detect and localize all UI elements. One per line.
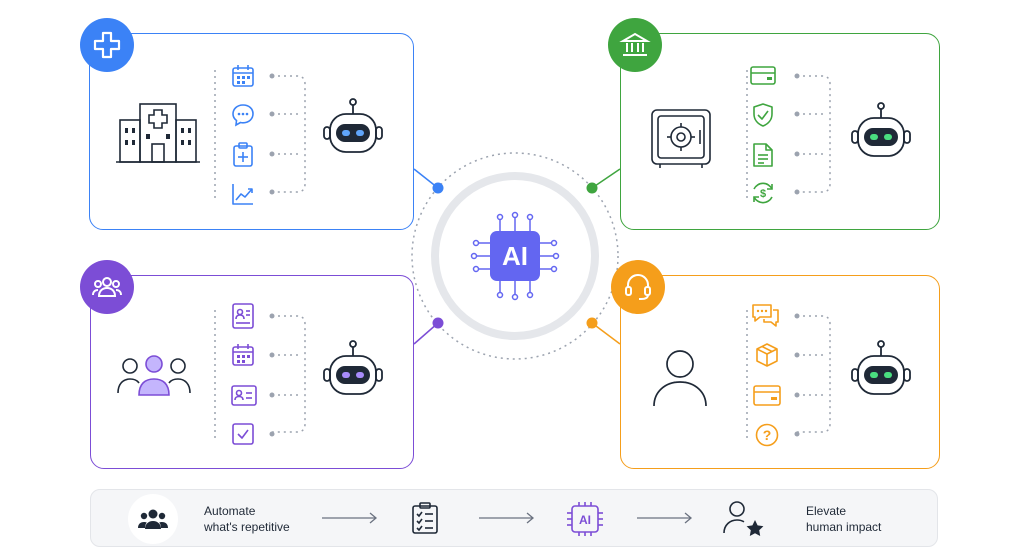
automate-line1: Automate [204, 504, 256, 518]
trend-chart-icon [232, 184, 253, 205]
checklist-icon [412, 502, 438, 534]
team-badge[interactable] [80, 260, 134, 314]
credit-card-icon [753, 385, 781, 406]
headset-icon [625, 274, 651, 300]
chat-bubbles-icon [752, 304, 779, 327]
team-avatar [128, 494, 178, 544]
id-card-icon [231, 385, 257, 406]
ai-chip-icon [470, 211, 560, 301]
healthcare-flow [214, 70, 306, 200]
outer-dotted-ring [411, 152, 619, 360]
robot-icon [323, 340, 383, 395]
robot-icon [323, 98, 383, 153]
team-icon [138, 509, 168, 529]
center-ring [431, 172, 599, 340]
resume-icon [232, 303, 254, 329]
support-connector [591, 322, 621, 345]
svg-text:?: ? [763, 427, 772, 443]
chat-bubble-icon [232, 104, 254, 127]
bank-icon [619, 32, 651, 56]
finance-flow [746, 70, 831, 200]
bank-badge[interactable] [608, 18, 662, 72]
finance-node [586, 182, 598, 194]
robot-icon [851, 102, 911, 157]
medical-cross-badge[interactable] [80, 18, 134, 72]
calendar-icon [232, 344, 254, 366]
calendar-icon [232, 65, 254, 87]
medical-cross-icon [93, 31, 121, 59]
elevate-line1: Elevate [806, 504, 847, 518]
help-icon: ? [755, 423, 779, 447]
people-group-icon [117, 355, 191, 396]
team-icon [92, 277, 122, 297]
arrow-right-icon [479, 512, 535, 524]
package-icon [756, 343, 778, 367]
shield-check-icon [753, 103, 773, 127]
robot-icon [851, 340, 911, 395]
svg-text:$: $ [760, 188, 766, 200]
arrow-right-icon [637, 512, 693, 524]
credit-card-icon [750, 66, 776, 85]
person-star-icon [723, 501, 764, 536]
support-flow [746, 310, 831, 440]
elevate-line2: human impact [806, 520, 882, 534]
automate-label: Automate what's repetitive [204, 503, 290, 535]
dollar-cycle-icon: $ [753, 182, 773, 204]
safe-icon [651, 109, 711, 168]
svg-text:AI: AI [579, 513, 591, 527]
finance-connector [591, 168, 621, 189]
healthcare-node [432, 182, 444, 194]
ai-label: AI [502, 240, 528, 271]
hr-node [432, 317, 444, 329]
elevate-label: Elevate human impact [806, 503, 881, 535]
hr-flow [214, 310, 306, 440]
arrow-right-icon [322, 512, 378, 524]
automate-line2: what's repetitive [204, 520, 290, 534]
person-icon [653, 350, 707, 407]
hospital-icon [116, 103, 200, 163]
headset-badge[interactable] [611, 260, 665, 314]
ai-chip-icon: AI [567, 502, 603, 536]
support-node [586, 317, 598, 329]
checkbox-icon [232, 423, 254, 445]
clipboard-plus-icon [233, 142, 253, 167]
document-icon [753, 143, 773, 167]
